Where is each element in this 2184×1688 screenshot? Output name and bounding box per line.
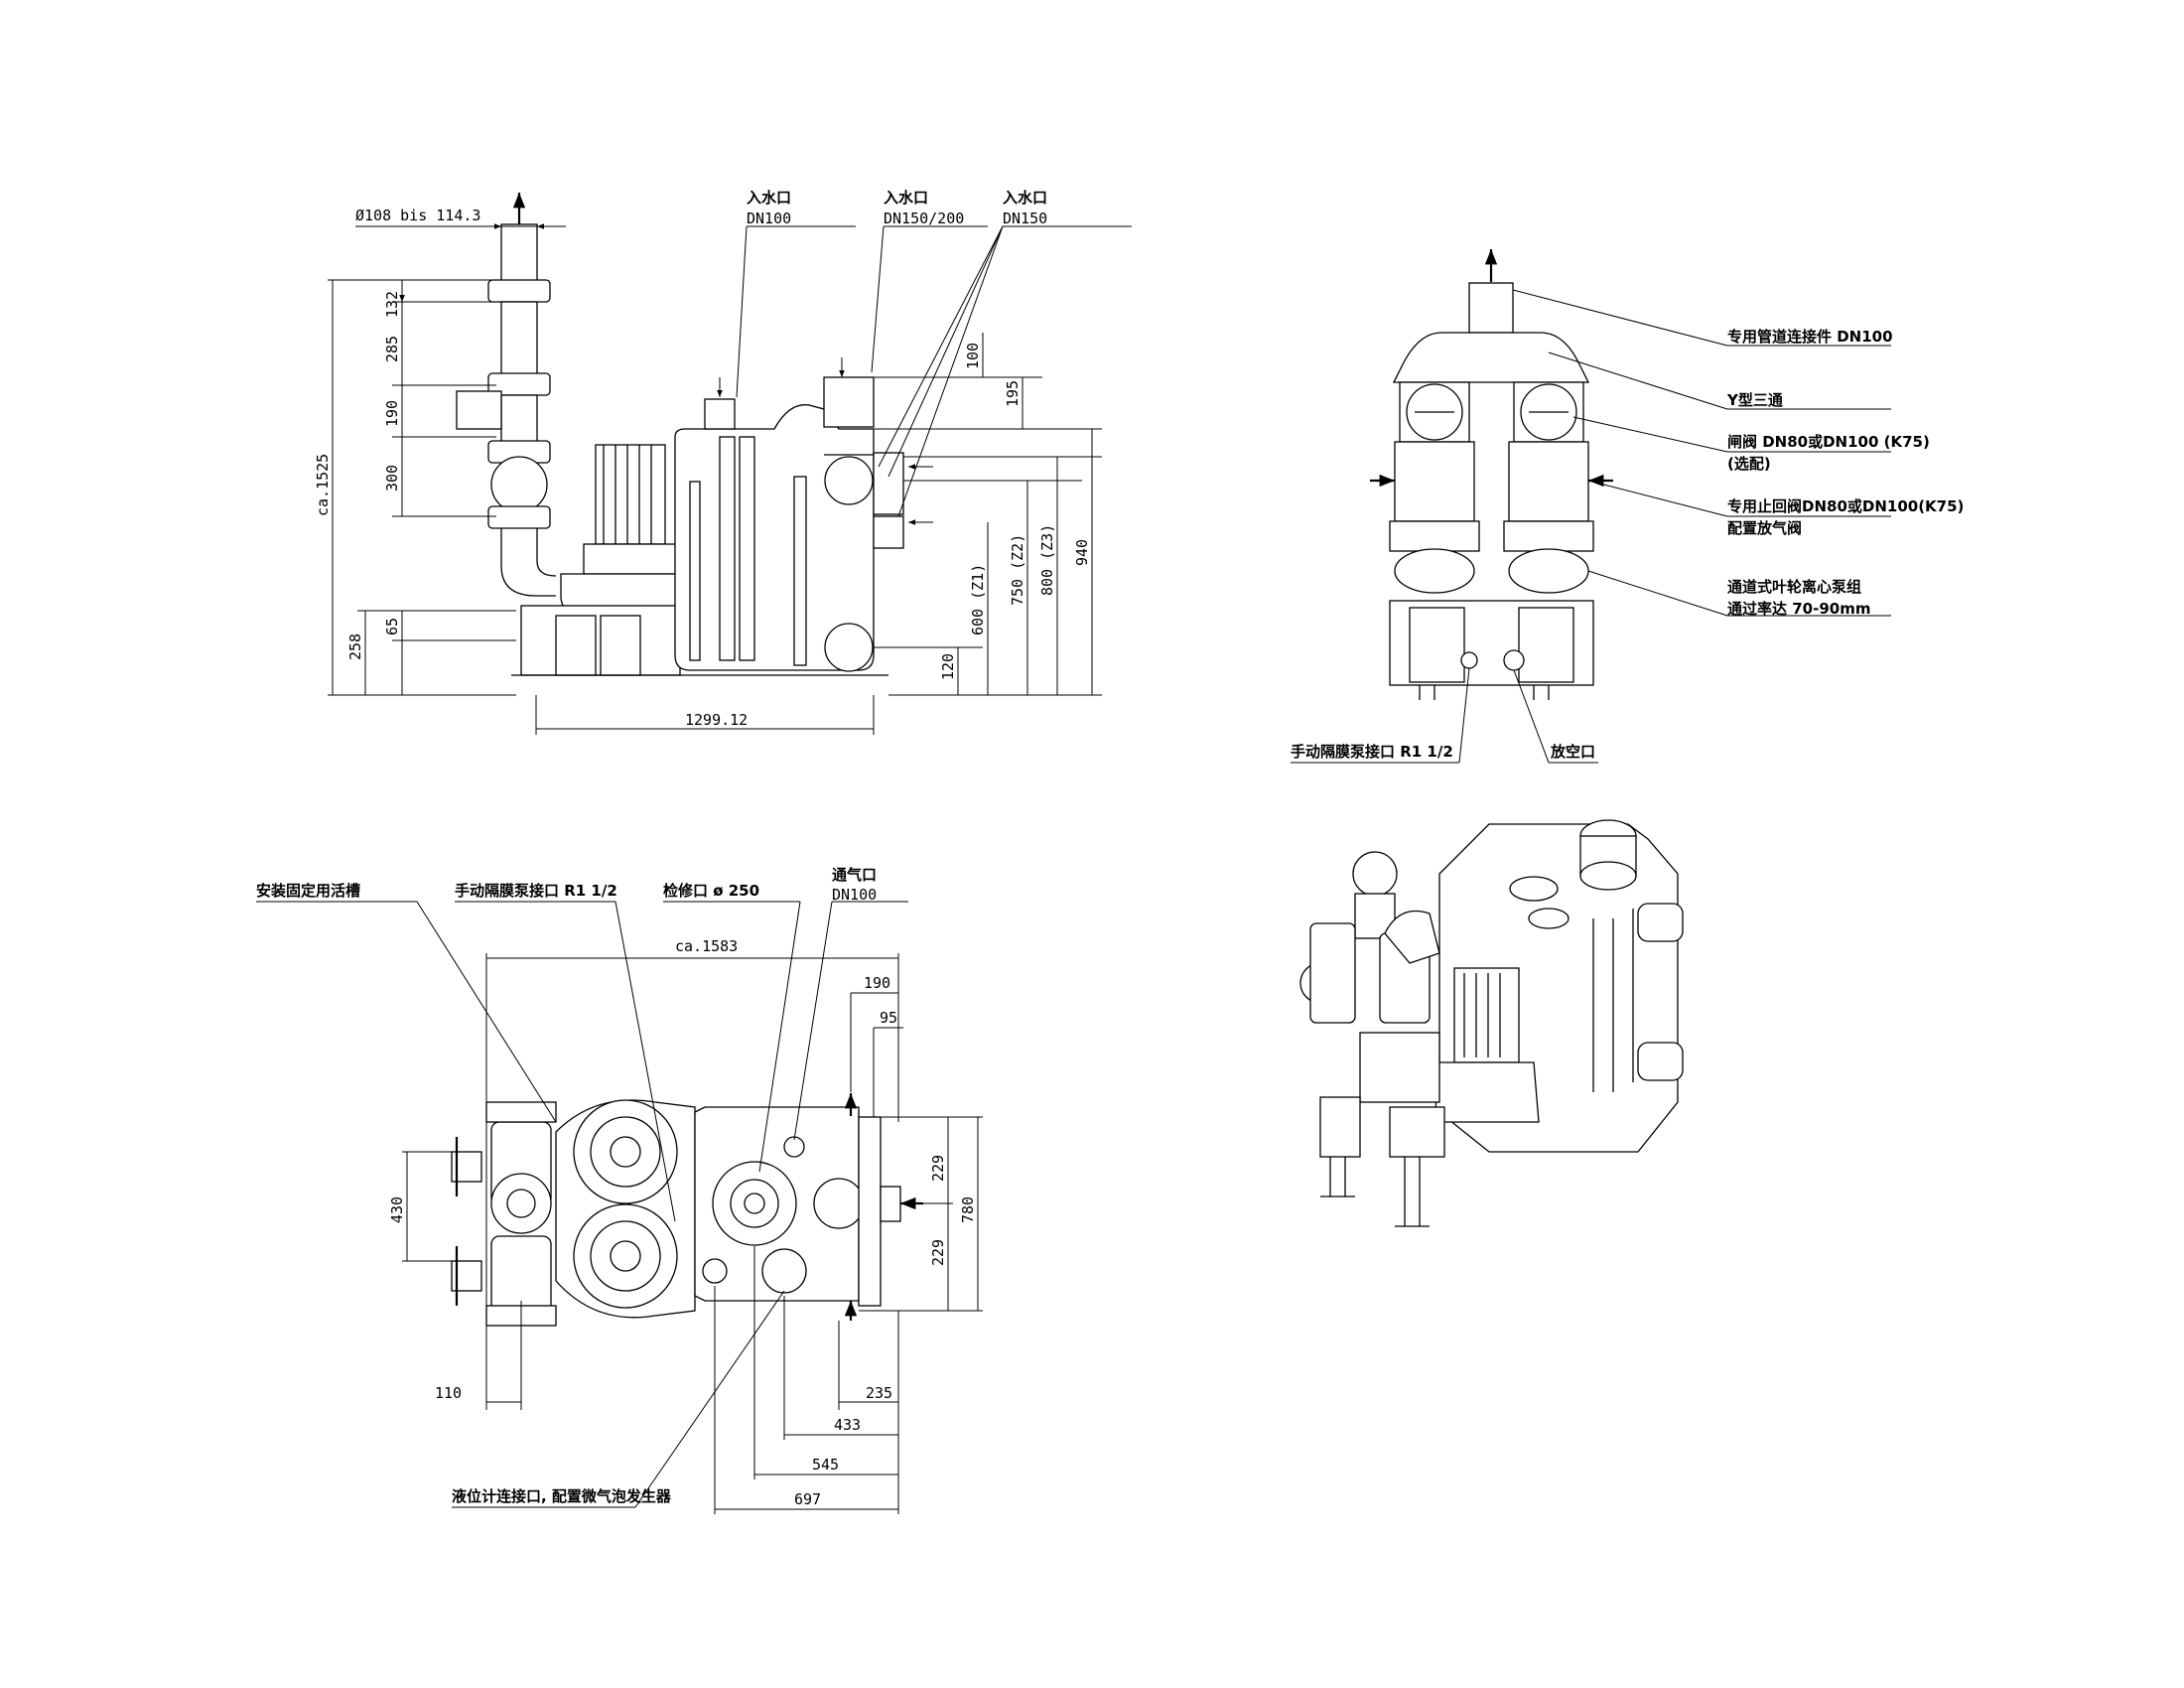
plan-view: 安装固定用活槽 手动隔膜泵接口 R1 1/2 检修口 ø 250 通气口 DN1… [256, 866, 983, 1514]
inlet-dn150-size: DN150 [1003, 210, 1047, 227]
dim-430: 430 [388, 1196, 406, 1223]
inlet-dn150-200-size: DN150/200 [884, 210, 964, 227]
plan-dimensions: ca.1583 190 95 430 229 229 780 110 [388, 937, 983, 1514]
collection-tank [674, 376, 904, 672]
right-dimensions: 195 100 120 600 (Z1) 750 (Z2) 800 (Z3) 9… [874, 333, 1102, 696]
bottom-dimension: 1299.12 [535, 695, 875, 735]
callout-vent-title: 通气口 [832, 866, 877, 884]
dim-95: 95 [880, 1009, 897, 1027]
discharge-pipe [456, 193, 557, 597]
dim-190: 190 [383, 400, 401, 427]
dim-total-height: ca.1525 [314, 454, 332, 516]
callout-gate-valve: 闸阀 DN80或DN100 (K75) [1727, 433, 1930, 451]
callout-inspection: 检修口 ø 250 [663, 882, 759, 900]
dim-750: 750 (Z2) [1009, 534, 1026, 606]
dim-width: 1299.12 [685, 711, 748, 729]
inlet-callouts: 入水口 DN100 入水口 DN150/200 入水口 DN150 [736, 189, 1132, 517]
plan-callouts: 安装固定用活槽 手动隔膜泵接口 R1 1/2 检修口 ø 250 通气口 DN1… [256, 866, 908, 1508]
callout-check-valve: 专用止回阀DN80或DN100(K75) [1727, 497, 1964, 515]
dim-190-plan: 190 [864, 974, 890, 992]
dim-285: 285 [383, 336, 401, 362]
dim-940: 940 [1073, 539, 1091, 566]
front-callouts: 专用管道连接件 DN100 Y型三通 闸阀 DN80或DN100 (K75) (… [1291, 289, 1964, 764]
callout-y-tee: Y型三通 [1726, 391, 1783, 409]
inlet-dn100-title: 入水口 [747, 189, 791, 207]
dim-132: 132 [383, 291, 401, 318]
callout-level-connection: 液位计连接口, 配置微气泡发生器 [452, 1487, 672, 1505]
callout-pump-note: 通过率达 70-90mm [1727, 600, 1870, 618]
dim-433: 433 [834, 1416, 861, 1434]
dim-235: 235 [866, 1384, 892, 1402]
callout-manual-pump-plan: 手动隔膜泵接口 R1 1/2 [455, 882, 617, 900]
dim-300: 300 [383, 465, 401, 492]
dim-545: 545 [812, 1456, 839, 1474]
inlet-dn150-200-title: 入水口 [884, 189, 928, 207]
dim-697: 697 [794, 1490, 821, 1508]
dim-total-length: ca.1583 [675, 937, 738, 955]
front-view: 专用管道连接件 DN100 Y型三通 闸阀 DN80或DN100 (K75) (… [1291, 248, 1964, 764]
dim-258: 258 [346, 633, 364, 660]
dim-780: 780 [959, 1196, 977, 1223]
callout-connector: 专用管道连接件 DN100 [1727, 328, 1893, 346]
inlet-dn100-size: DN100 [747, 210, 791, 227]
dim-195: 195 [1004, 380, 1022, 407]
inlet-arrows [717, 357, 933, 525]
dim-229a: 229 [929, 1155, 947, 1182]
connector-flange [1468, 282, 1514, 334]
callout-fixing-slot: 安装固定用活槽 [256, 882, 360, 900]
isometric-view [1299, 819, 1684, 1227]
dim-600: 600 (Z1) [969, 564, 987, 635]
callout-pump: 通道式叶轮离心泵组 [1727, 578, 1861, 596]
callout-check-valve-note: 配置放气阀 [1727, 519, 1802, 537]
pipe-od-label: Ø108 bis 114.3 [355, 207, 480, 224]
dim-110: 110 [435, 1384, 462, 1402]
dim-229b: 229 [929, 1239, 947, 1266]
dim-120: 120 [939, 653, 957, 680]
callout-gate-valve-note: (选配) [1727, 455, 1771, 473]
left-dimensions: Ø108 bis 114.3 132 285 190 300 65 258 [314, 207, 566, 696]
dim-100: 100 [964, 343, 982, 369]
pump-base [511, 605, 888, 676]
callout-vent-size: DN100 [832, 886, 877, 904]
callout-manual-pump-front: 手动隔膜泵接口 R1 1/2 [1291, 743, 1453, 761]
side-view: 入水口 DN100 入水口 DN150/200 入水口 DN150 Ø108 b… [314, 189, 1132, 735]
callout-drain: 放空口 [1550, 743, 1595, 761]
inlet-dn150-title: 入水口 [1003, 189, 1047, 207]
dim-65: 65 [383, 618, 401, 635]
dim-800: 800 (Z3) [1038, 524, 1056, 596]
